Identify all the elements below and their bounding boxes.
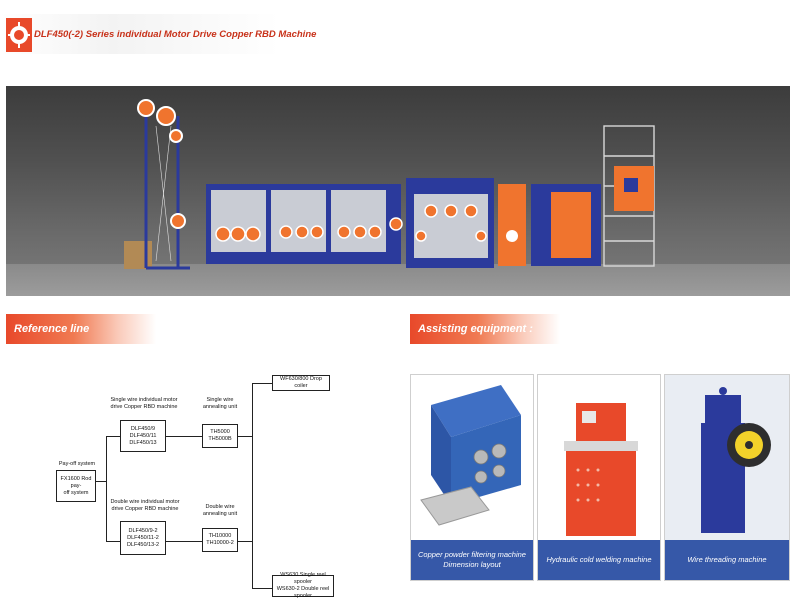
equipment-card-cold-welding: Hydraulic cold welding machine <box>537 374 661 581</box>
header-bar <box>0 14 280 54</box>
payoff-box: FX1600 Rod pay-off system <box>56 470 96 502</box>
floor <box>6 264 790 296</box>
connector <box>166 436 202 437</box>
production-line-photo <box>6 86 790 296</box>
connector <box>252 383 272 384</box>
powder-filter-image <box>420 385 521 526</box>
reference-line-banner: Reference line combination : <box>6 314 156 365</box>
assisting-equipment-banner: Assisting equipment : <box>410 314 560 344</box>
connector <box>238 541 252 542</box>
cold-welding-caption: Hydraulic cold welding machine <box>538 540 660 580</box>
wire-threading-image <box>701 387 771 533</box>
connector <box>106 436 107 541</box>
connector <box>252 383 253 588</box>
wire-threading-caption: Wire threading machine <box>665 540 789 580</box>
page-title: DLF450(-2) Series individual Motor Drive… <box>34 29 317 40</box>
connector <box>106 541 120 542</box>
drop-coiler-box: WF630/800 Drop coiler <box>272 375 330 391</box>
connector <box>166 541 202 542</box>
connector <box>96 481 106 482</box>
connector <box>238 436 252 437</box>
cold-welding-image <box>564 403 638 536</box>
company-logo <box>6 18 32 52</box>
payoff-label: Pay-off system <box>58 461 96 467</box>
equipment-card-wire-threading: Wire threading machine <box>664 374 790 581</box>
connector <box>252 588 272 589</box>
connector <box>106 436 120 437</box>
production-line-illustration <box>124 99 655 270</box>
